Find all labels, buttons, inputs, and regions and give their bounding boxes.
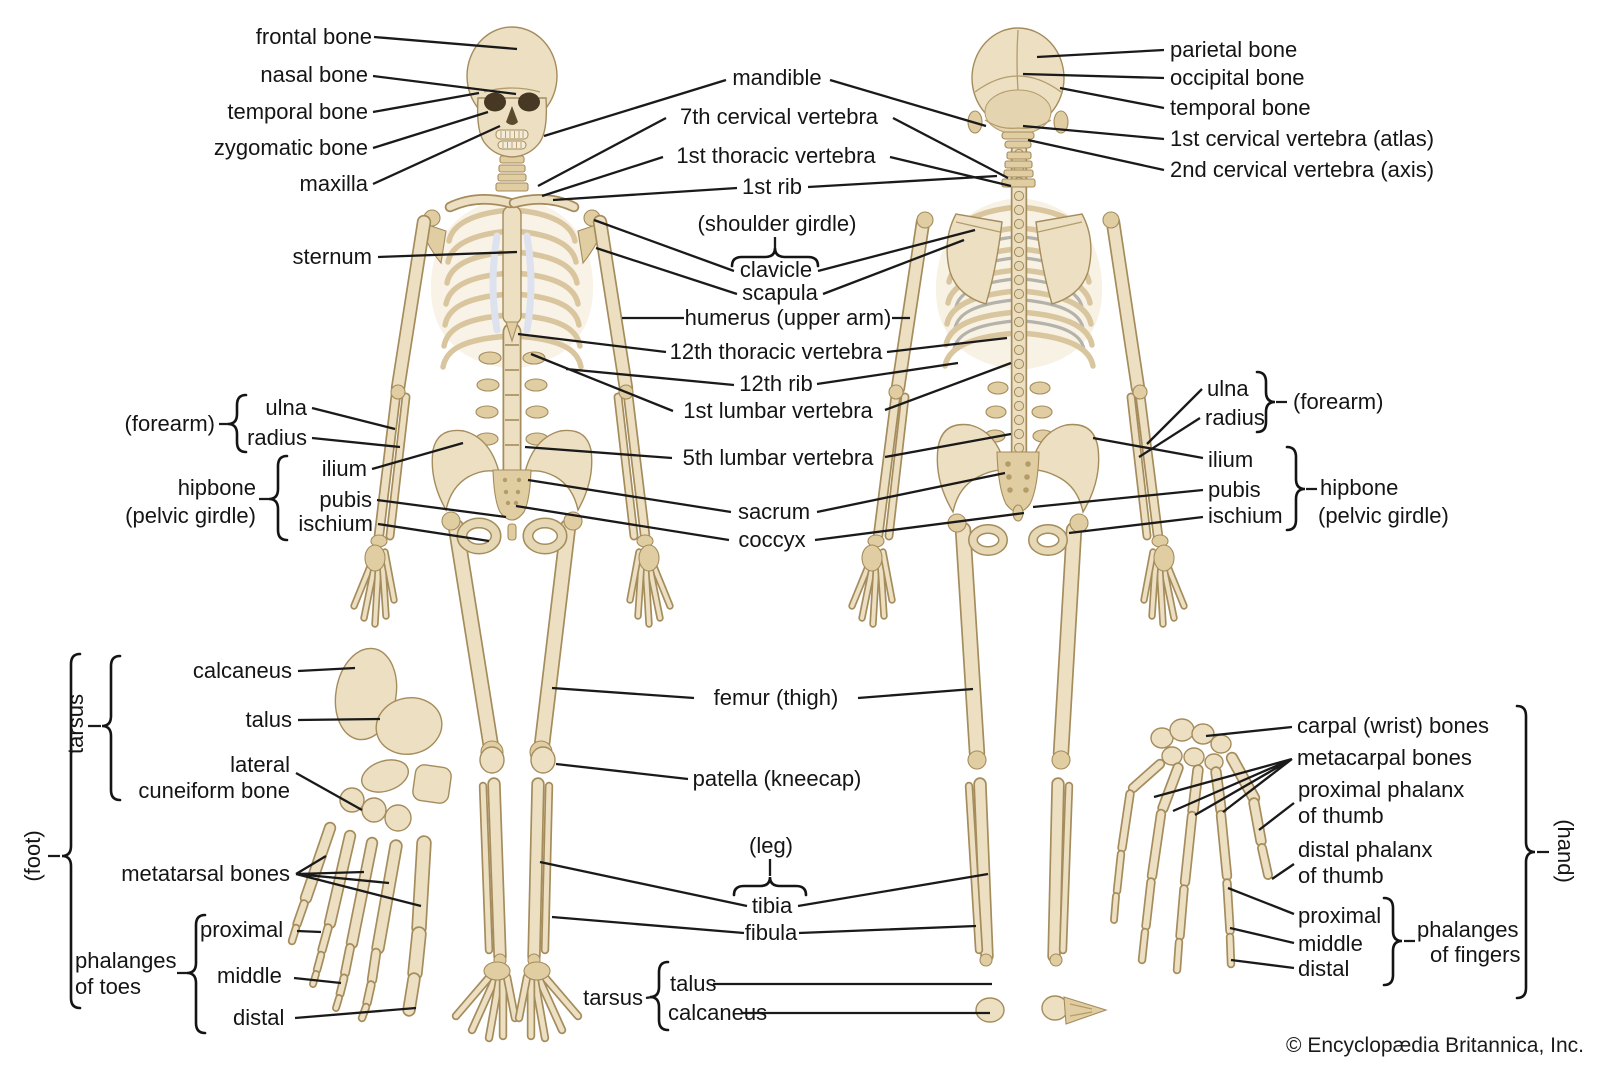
label-proximal-phalanx-thumb-line2: of thumb — [1298, 803, 1384, 828]
label-ischium-right: ischium — [1208, 503, 1283, 528]
label-sacrum: sacrum — [737, 499, 811, 524]
label-5th-lumbar: 5th lumbar vertebra — [682, 445, 874, 470]
label-ilium-left: ilium — [321, 456, 367, 481]
label-ulna-left: ulna — [265, 395, 307, 420]
label-frontal-bone: frontal bone — [255, 24, 372, 49]
label-mandible: mandible — [732, 65, 822, 90]
label-metatarsals: metatarsal bones — [121, 861, 290, 886]
credit-text: © Encyclopædia Britannica, Inc. — [1286, 1034, 1584, 1057]
label-parietal-bone: parietal bone — [1170, 37, 1298, 62]
label-foot-group: (foot) — [20, 830, 45, 882]
label-middle-toe: middle — [217, 963, 282, 988]
label-1st-rib: 1st rib — [742, 174, 802, 199]
label-phalanges-toes-line1: phalanges — [75, 948, 177, 973]
label-temporal-bone-front: temporal bone — [227, 99, 368, 124]
front-skeleton-illustration — [350, 26, 674, 1043]
label-hipbone-right: hipbone — [1320, 475, 1399, 500]
label-fibula: fibula — [744, 920, 798, 945]
label-clavicle: clavicle — [739, 257, 813, 282]
label-coccyx: coccyx — [738, 527, 806, 552]
label-radius-left: radius — [247, 425, 307, 450]
label-distal-phalanx-thumb-line1: distal phalanx — [1298, 837, 1433, 862]
label-temporal-bone-back: temporal bone — [1170, 95, 1311, 120]
label-pelvic-girdle-left: (pelvic girdle) — [125, 503, 256, 528]
label-shoulder-girdle: (shoulder girdle) — [697, 211, 857, 236]
label-maxilla: maxilla — [299, 171, 368, 196]
label-ulna-right: ulna — [1207, 376, 1249, 401]
label-1st-lumbar: 1st lumbar vertebra — [683, 398, 873, 423]
leader-lines — [48, 35, 1549, 1020]
label-tibia: tibia — [751, 893, 793, 918]
label-phalanges-fingers-line2: of fingers — [1430, 942, 1521, 967]
label-tarsus-leg: tarsus — [583, 985, 643, 1010]
foot-illustration — [287, 647, 452, 1023]
label-cuneiform-line1: lateral — [230, 752, 290, 777]
label-radius-right: radius — [1205, 405, 1265, 430]
label-12th-thoracic: 12th thoracic vertebra — [669, 339, 883, 364]
label-distal-phalanx-thumb-line2: of thumb — [1298, 863, 1384, 888]
label-pubis-right: pubis — [1208, 477, 1261, 502]
label-humerus: humerus (upper arm) — [684, 305, 892, 330]
label-occipital-bone: occipital bone — [1170, 65, 1305, 90]
label-proximal-toe: proximal — [200, 917, 284, 942]
label-proximal-phalanx-thumb-line1: proximal phalanx — [1298, 777, 1465, 802]
label-middle-finger: middle — [1298, 931, 1363, 956]
label-distal-finger: distal — [1298, 956, 1350, 981]
label-patella: patella (kneecap) — [692, 766, 862, 791]
label-1st-thoracic: 1st thoracic vertebra — [676, 143, 876, 168]
back-skeleton-illustration — [848, 27, 1188, 1025]
label-phalanges-toes-line2: of toes — [75, 974, 142, 999]
label-metacarpal-bones: metacarpal bones — [1297, 745, 1472, 770]
label-leg-group: (leg) — [748, 833, 794, 858]
label-cuneiform-line2: cuneiform bone — [138, 778, 290, 803]
label-forearm-right: (forearm) — [1293, 389, 1384, 414]
label-carpal-bones: carpal (wrist) bones — [1297, 713, 1489, 738]
label-12th-rib: 12th rib — [739, 371, 813, 396]
label-axis: 2nd cervical vertebra (axis) — [1170, 157, 1435, 182]
label-hand-group: (hand) — [1553, 819, 1578, 883]
label-hipbone-left: hipbone — [177, 475, 256, 500]
label-sternum: sternum — [292, 244, 372, 269]
label-femur: femur (thigh) — [713, 685, 839, 710]
label-pelvic-girdle-right: (pelvic girdle) — [1318, 503, 1449, 528]
label-scapula: scapula — [742, 280, 818, 305]
grouping-braces — [61, 247, 1536, 1035]
label-talus-leg: talus — [670, 971, 717, 996]
label-talus-foot: talus — [245, 707, 292, 732]
label-calcaneus-leg: calcaneus — [668, 1000, 768, 1025]
label-nasal-bone: nasal bone — [260, 62, 368, 87]
label-forearm-left: (forearm) — [124, 411, 215, 436]
label-atlas: 1st cervical vertebra (atlas) — [1170, 126, 1435, 151]
label-proximal-finger: proximal — [1298, 903, 1382, 928]
label-calcaneus-foot: calcaneus — [192, 658, 292, 683]
label-7th-cervical: 7th cervical vertebra — [679, 104, 879, 129]
label-phalanges-fingers-line1: phalanges — [1417, 917, 1519, 942]
label-pubis-left: pubis — [319, 487, 372, 512]
label-ischium-left: ischium — [298, 511, 373, 536]
label-zygomatic-bone: zygomatic bone — [213, 135, 368, 160]
label-distal-toe: distal — [233, 1005, 285, 1030]
label-tarsus-foot: tarsus — [63, 694, 88, 754]
label-ilium-right: ilium — [1208, 447, 1254, 472]
